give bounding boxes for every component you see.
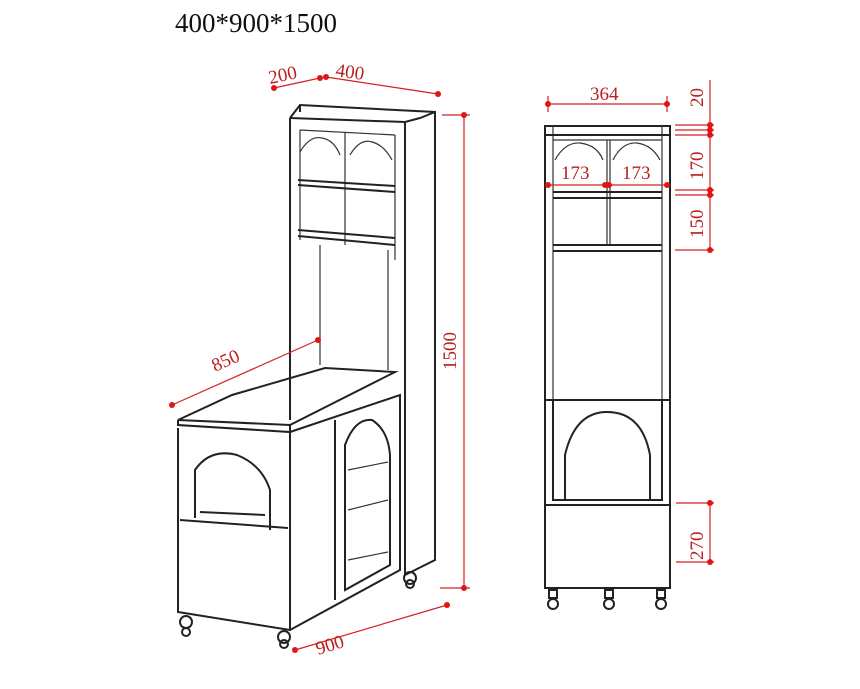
dim-label: 200 <box>267 62 299 88</box>
front-dimensions: 364 173 173 20 170 150 270 <box>545 80 714 565</box>
dim-label: 364 <box>590 84 619 105</box>
dim-label: 400 <box>334 60 365 85</box>
wheel-icon <box>603 589 615 610</box>
dim-label: 173 <box>561 163 590 184</box>
dim-label: 150 <box>687 210 708 239</box>
wheel-icon <box>547 589 559 610</box>
dim-label: 270 <box>687 532 708 561</box>
dim-label: 900 <box>313 631 346 659</box>
dim-label: 20 <box>687 88 708 107</box>
wheel-icon <box>655 589 667 610</box>
dim-label: 173 <box>622 163 651 184</box>
dim-label: 170 <box>687 152 708 181</box>
wheel-icon <box>179 615 193 637</box>
product-size-title: 400*900*1500 <box>175 8 337 38</box>
dim-label: 1500 <box>440 332 461 370</box>
dim-label: 850 <box>208 346 243 377</box>
wheel-icon <box>277 630 291 649</box>
wheel-icon <box>403 571 417 589</box>
front-view <box>544 125 671 610</box>
isometric-view <box>177 103 436 649</box>
